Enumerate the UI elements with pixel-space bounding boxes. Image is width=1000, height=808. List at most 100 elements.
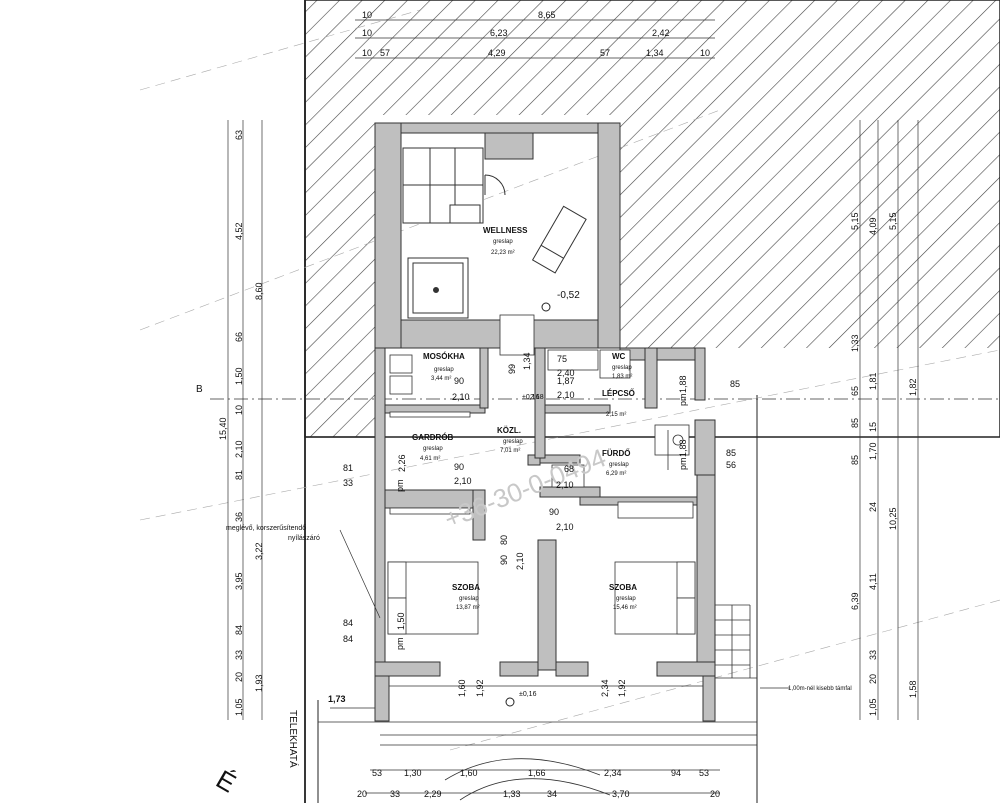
dim: 33 — [390, 789, 400, 799]
dim: 1,81 — [868, 372, 878, 390]
dim: 4,09 — [868, 217, 878, 235]
room-floor-kozl: greslap — [503, 439, 523, 445]
dim: 1,60 — [457, 679, 467, 697]
dim: 4,52 — [234, 222, 244, 240]
dim: 5,15 — [888, 212, 898, 230]
room-name-szoba-2: SZOBA — [609, 583, 637, 592]
dim: 3,95 — [234, 572, 244, 590]
dim: 8,65 — [538, 10, 556, 20]
section-label: B — [196, 384, 203, 395]
dim: 57 — [380, 48, 390, 58]
dim: 85 — [850, 455, 860, 465]
foundation-note: 1,00m-nél kisebb támfal — [788, 686, 852, 692]
dim: 10 — [362, 28, 372, 38]
dim: 8,60 — [254, 282, 264, 300]
dim: 2,10 — [234, 440, 244, 458]
dim: 20 — [234, 672, 244, 682]
dim: 20 — [868, 674, 878, 684]
dim: 56 — [726, 460, 736, 470]
dim: 1,30 — [404, 768, 422, 778]
dim: 1,34 — [522, 352, 532, 370]
dim: 63 — [234, 130, 244, 140]
level-outside: ±0,16 — [519, 691, 537, 698]
dim: 85 — [850, 418, 860, 428]
dim: 2,42 — [652, 28, 670, 38]
dim: 15 — [868, 422, 878, 432]
dim: 1,70 — [868, 442, 878, 460]
pm-markers: pm pm pm pm — [395, 393, 688, 650]
dim: 81 — [234, 470, 244, 480]
dim: 85 — [726, 448, 736, 458]
dim: 24 — [868, 502, 878, 512]
dim: 2,29 — [424, 789, 442, 799]
dims-top: 10 8,65 10 6,23 2,42 10 57 4,29 57 1,34 … — [362, 10, 710, 58]
telekhatar-label: TELEKHATÁ — [287, 710, 300, 768]
room-area-szoba-2: 15,46 m² — [613, 605, 637, 611]
room-floor-furdo: greslap — [609, 462, 629, 468]
dim: 1,66 — [528, 768, 546, 778]
level-wellness: -0,52 — [557, 290, 580, 301]
dim: 1,34 — [646, 48, 664, 58]
dim: 3,70 — [612, 789, 630, 799]
room-floor-mosokha: greslap — [434, 367, 454, 373]
dim: 2,26 — [397, 454, 407, 472]
room-floor-szoba-2: greslap — [616, 596, 636, 602]
dim: 53 — [372, 768, 382, 778]
dim: 85 — [730, 379, 740, 389]
dim: 1,05 — [234, 698, 244, 716]
window-note-2: nyílászáró — [288, 535, 320, 542]
dim: 6,23 — [490, 28, 508, 38]
dim: 10 — [234, 405, 244, 415]
dim: 10 — [362, 10, 372, 20]
room-floor-wellness: greslap — [493, 239, 513, 245]
dim: 10,25 — [888, 507, 898, 530]
level-kozl: ±0,16 — [522, 394, 540, 401]
dim: 2,10 — [557, 390, 575, 400]
dim: 2,34 — [604, 768, 622, 778]
dim: 20 — [710, 789, 720, 799]
dim: 2,40 — [557, 368, 575, 378]
dim: 6,39 — [850, 592, 860, 610]
room-name-mosokha: MOSÓKHA — [423, 352, 465, 361]
dim: 1,93 — [254, 674, 264, 692]
room-area-mosokha: 3,44 m² — [431, 376, 451, 382]
dimension-lines — [227, 19, 919, 794]
room-floor-gardrob: greslap — [423, 446, 443, 452]
dim: 81 — [343, 463, 353, 473]
staircase — [714, 604, 757, 679]
room-name-kozl: KÖZL. — [497, 426, 521, 435]
dim: 2,18 — [530, 394, 544, 401]
dim: 84 — [343, 634, 353, 644]
dim: 1,60 — [460, 768, 478, 778]
dim: 33 — [868, 650, 878, 660]
dim: 2,10 — [452, 392, 470, 402]
dim: 80 — [499, 535, 509, 545]
dim: 1,92 — [475, 679, 485, 697]
dim: 66 — [234, 332, 244, 342]
dim: 84 — [234, 625, 244, 635]
pm-label: pm — [395, 479, 405, 492]
room-name-furdo: FÜRDŐ — [602, 449, 630, 458]
dim: 57 — [600, 48, 610, 58]
dim: 1,88 — [678, 375, 688, 393]
dim: 1,50 — [396, 612, 406, 630]
room-name-wc: WC — [612, 352, 626, 361]
dim: 36 — [234, 512, 244, 522]
room-floor-szoba-1: greslap — [459, 596, 479, 602]
dim: 20 — [357, 789, 367, 799]
dim: 3,22 — [254, 542, 264, 560]
dim: 1,05 — [868, 698, 878, 716]
window-note-1: meglévő, korszerűsítendő — [226, 525, 306, 532]
room-name-wellness: WELLNESS — [483, 226, 528, 235]
dim: 90 — [499, 555, 509, 565]
pm-label: pm — [395, 637, 405, 650]
dim: 1,58 — [908, 680, 918, 698]
dim: 90 — [454, 462, 464, 472]
dim: 84 — [343, 618, 353, 628]
terrace — [318, 685, 757, 801]
room-area-kozl: 7,01 m² — [500, 448, 520, 454]
wellness-fixtures — [402, 147, 587, 319]
dim: 10 — [362, 48, 372, 58]
dims-right: 5,15 4,09 5,15 1,33 1,81 65 85 1,70 85 2… — [850, 212, 918, 716]
